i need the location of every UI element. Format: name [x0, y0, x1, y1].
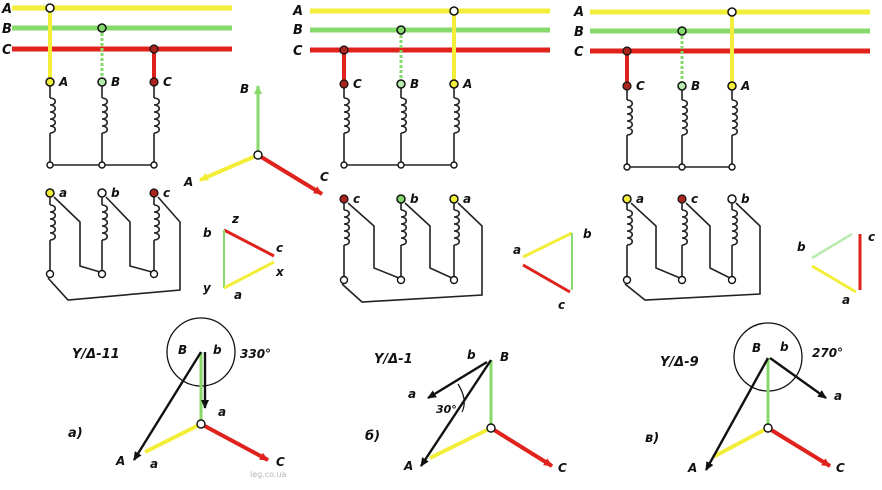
- caption-b: б): [365, 429, 380, 444]
- phasor-c-B: B: [752, 341, 761, 355]
- bus-label-c-A: A: [573, 5, 584, 20]
- delta-a-c: c: [276, 241, 283, 255]
- delta-b-b: b: [583, 227, 592, 241]
- bus-label-a: A: [1, 2, 12, 17]
- bus-label-c: C: [2, 43, 12, 58]
- terminal-b-sec-a: a: [463, 192, 471, 206]
- panel-c: A B C C B A a c b: [573, 5, 875, 475]
- phasor-a-C: C: [276, 455, 285, 469]
- delta-a-y: y: [203, 281, 212, 295]
- angle-c: 270°: [812, 346, 843, 360]
- terminal-c-B: B: [691, 79, 700, 93]
- phasor-a-a1: a: [218, 405, 226, 419]
- terminal-b-A: A: [462, 77, 472, 91]
- phasor-a-a2: a: [150, 457, 158, 471]
- phasor-c-C: C: [836, 461, 845, 475]
- phasor-c-b: b: [780, 340, 789, 354]
- terminal-b-sec-c: c: [353, 192, 360, 206]
- terminal-a-C: C: [163, 75, 172, 89]
- delta-a-x: x: [275, 265, 285, 279]
- delta-a-b: b: [203, 226, 212, 240]
- delta-c-a: a: [842, 293, 850, 307]
- terminal-a-sec-a: a: [59, 186, 67, 200]
- caption-c: в): [645, 431, 659, 446]
- group-label-a: Y/Δ-11: [72, 347, 120, 362]
- delta-a-z: z: [231, 212, 240, 226]
- angle-a: 330°: [240, 347, 271, 361]
- delta-b-c: c: [558, 298, 565, 312]
- terminal-a-A: A: [58, 75, 68, 89]
- terminal-c-sec-b: b: [741, 192, 750, 206]
- star-label-A: A: [183, 175, 193, 189]
- bus-label-c-B: B: [574, 25, 584, 40]
- terminal-c-A: A: [740, 79, 750, 93]
- terminal-a-B: B: [111, 75, 120, 89]
- terminal-c-sec-c: c: [691, 192, 698, 206]
- terminal-b-sec-b: b: [410, 192, 419, 206]
- phasor-b-b: b: [467, 348, 476, 362]
- bus-label-b: B: [2, 22, 12, 37]
- delta-c-c: c: [868, 230, 875, 244]
- phasor-a-B: B: [178, 343, 187, 357]
- phasor-c-A: A: [687, 461, 697, 475]
- terminal-a-sec-b: b: [111, 186, 120, 200]
- bus-label-c-C: C: [574, 45, 584, 60]
- star-label-C: C: [320, 170, 329, 184]
- terminal-c-sec-a: a: [636, 192, 644, 206]
- watermark: leg.co.ua: [250, 470, 287, 479]
- panel-b: A B C C B A c b a: [292, 4, 592, 475]
- phasor-a-A: A: [115, 454, 125, 468]
- terminal-b-C: C: [353, 77, 362, 91]
- panel-a: A B C A B C a b c: [1, 2, 329, 471]
- phasor-c-a: a: [834, 389, 842, 403]
- phasor-b-B: B: [500, 350, 509, 364]
- delta-b-a: a: [513, 243, 521, 257]
- phasor-b-A: A: [403, 459, 413, 473]
- phasor-b-C: C: [558, 461, 567, 475]
- group-label-b: Y/Δ-1: [374, 352, 413, 367]
- terminal-c-C: C: [636, 79, 645, 93]
- caption-a: а): [68, 426, 83, 441]
- terminal-a-sec-c: c: [163, 186, 170, 200]
- group-label-c: Y/Δ-9: [660, 355, 699, 370]
- bus-label-b-B: B: [293, 23, 303, 38]
- delta-c-b: b: [797, 240, 806, 254]
- star-label-B: B: [240, 82, 249, 96]
- angle-b: 30°: [436, 403, 457, 416]
- phasor-b-a: a: [408, 387, 416, 401]
- bus-label-b-A: A: [292, 4, 303, 19]
- delta-a-a: a: [234, 288, 242, 302]
- phasor-a-b: b: [213, 343, 222, 357]
- bus-label-b-C: C: [293, 44, 303, 59]
- terminal-b-B: B: [410, 77, 419, 91]
